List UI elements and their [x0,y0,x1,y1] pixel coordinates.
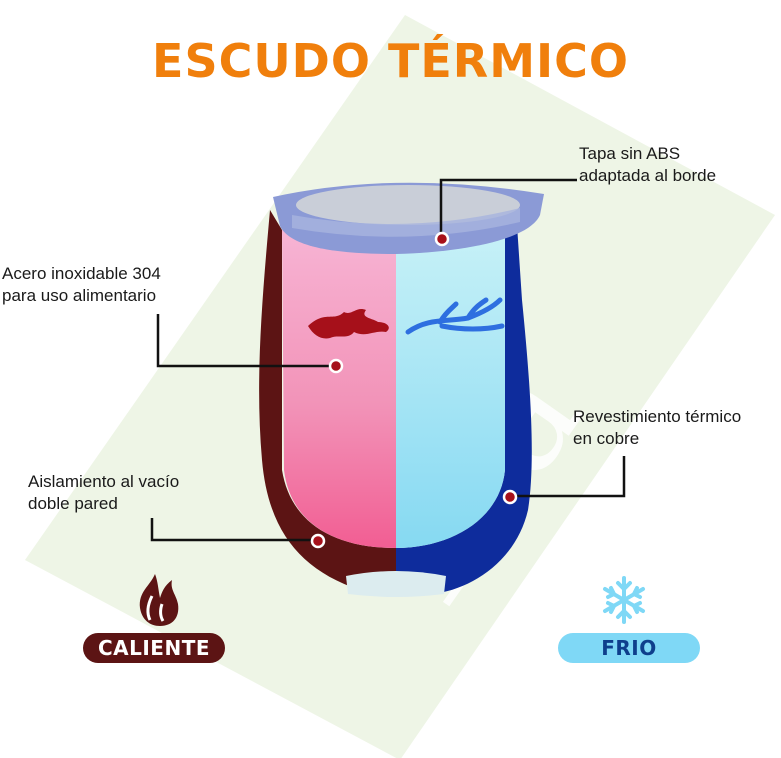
callout-lid-line1: Tapa sin ABS [579,144,681,163]
cup-hot-outer-wall [259,210,396,594]
callout-steel-line2: para uso alimentario [2,286,157,305]
cold-ribbon [405,297,505,335]
cup-inner-hot [282,230,396,548]
marker-copper [502,489,518,505]
callout-vacuum: Aislamiento al vacío doble pared [28,471,179,515]
callout-copper-line1: Revestimiento térmico [573,407,742,426]
heat-ribbon [308,309,389,339]
marker-steel [328,358,344,374]
snowflake-icon [603,576,645,624]
leader-lines [150,178,626,542]
callout-lid-line2: adaptada al borde [579,166,717,185]
callout-vacuum-line2: doble pared [28,494,118,513]
page-title: ESCUDO TÉRMICO [152,34,629,88]
callout-vacuum-line1: Aislamiento al vacío [28,472,180,491]
callout-copper-line2: en cobre [573,429,640,448]
cup-base [346,571,446,597]
cup-lid [273,182,544,254]
leader-vacuum [150,518,318,542]
callout-steel-line1: Acero inoxidable 304 [2,264,161,283]
callout-steel: Acero inoxidable 304 para uso alimentari… [2,263,161,307]
callout-copper: Revestimiento térmico en cobre [573,406,741,450]
cold-badge: FRIO [558,633,700,663]
marker-dots [310,231,518,549]
marker-vacuum [310,533,326,549]
cup-inner-cold [396,230,505,548]
marker-lid [434,231,450,247]
cup-cold-outer-wall [396,210,532,594]
flame-icon [139,574,179,626]
leader-steel [156,314,336,368]
hot-badge: CALIENTE [83,633,225,663]
leader-copper [510,456,626,498]
leader-lid [439,178,577,238]
callout-lid: Tapa sin ABS adaptada al borde [579,143,716,187]
